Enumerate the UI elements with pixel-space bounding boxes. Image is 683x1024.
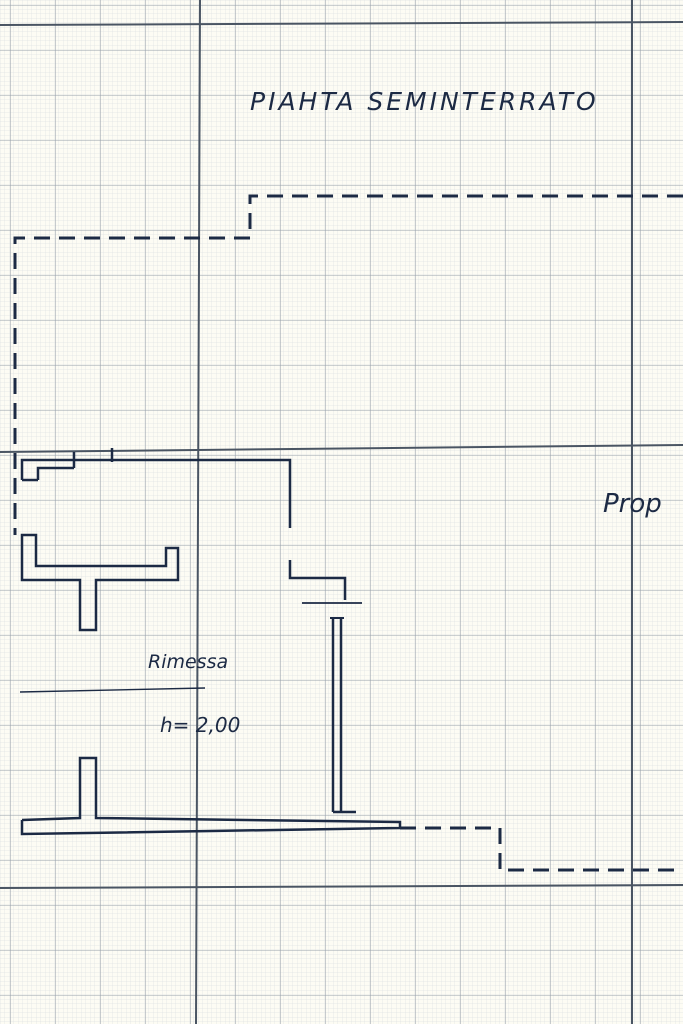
room-walls [20,448,402,836]
dashed-outline [13,194,683,872]
room-name-label: Rimessa [148,651,228,673]
side-label: Prop [603,489,662,519]
room-height-label: h= 2,00 [160,713,240,737]
plan-title: PIAHTA SEMINTERRATO [250,87,599,116]
annotation-rule [19,687,206,693]
